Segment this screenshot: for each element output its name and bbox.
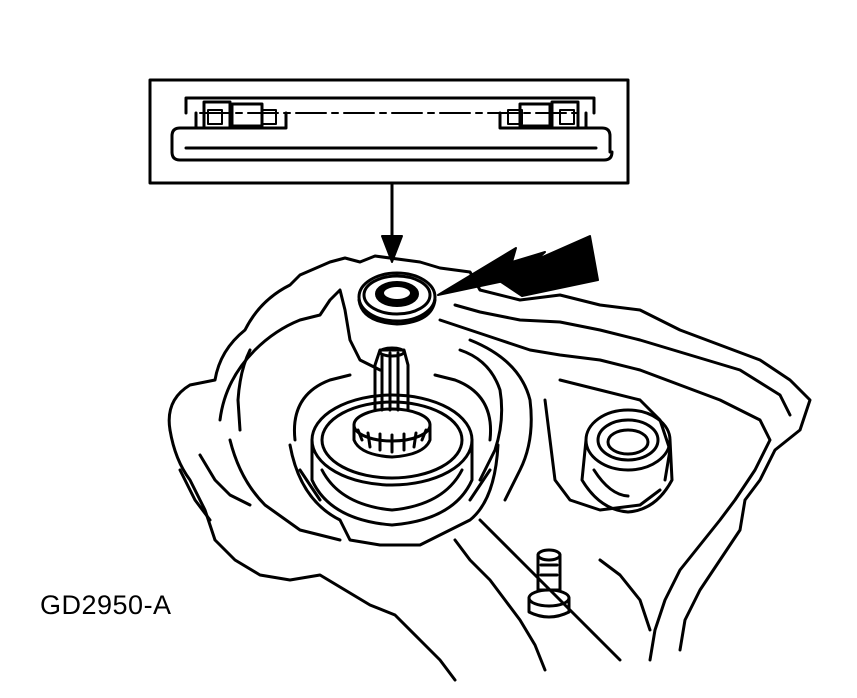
- bolt-icon: [527, 548, 571, 619]
- down-arrow-icon: [381, 181, 403, 263]
- figure-code-label: GD2950-A: [40, 590, 172, 620]
- transaxle-case-icon: [167, 254, 812, 682]
- large-pointer-arrow-icon: [437, 235, 599, 297]
- gear-assembly-icon: [288, 346, 500, 547]
- bearing-cross-section-icon: [148, 78, 630, 185]
- bearing-bore-icon: [580, 408, 674, 514]
- thrust-bearing-icon: [357, 271, 437, 326]
